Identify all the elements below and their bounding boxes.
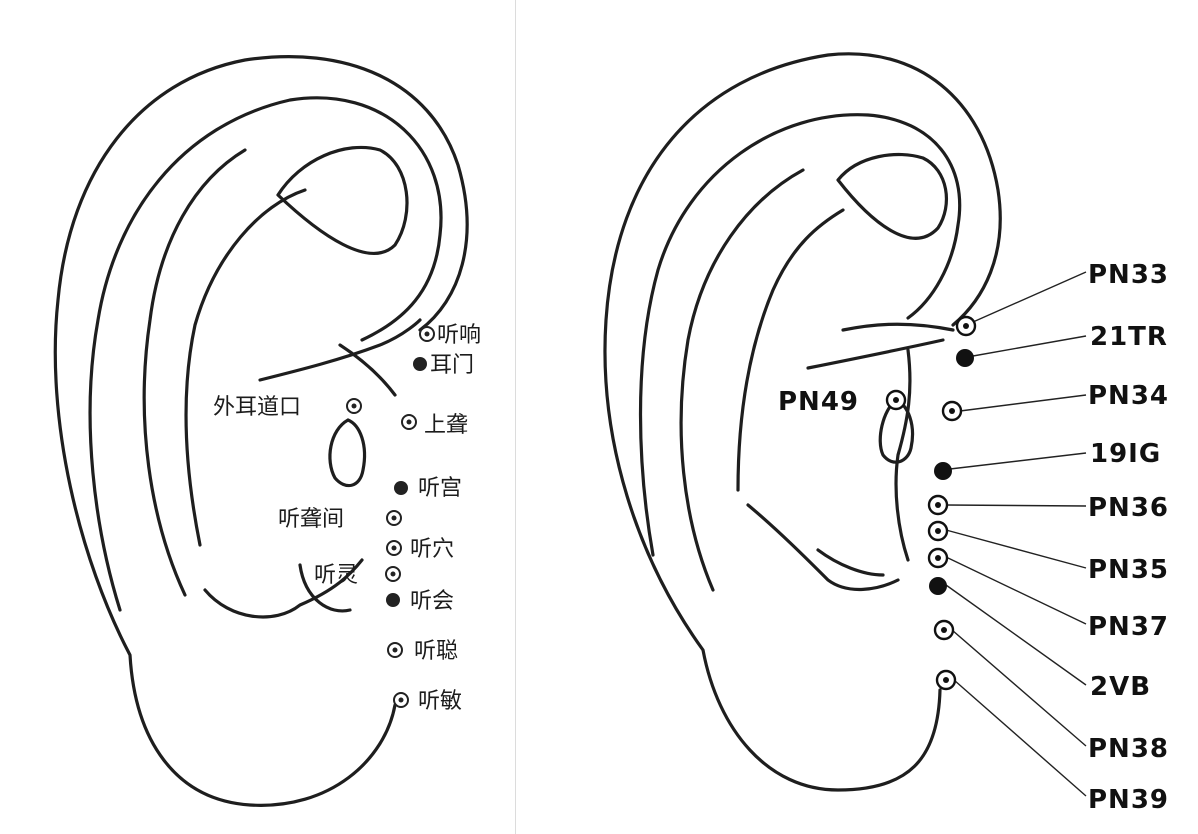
marker-shanglong <box>402 415 416 429</box>
marker-21tr <box>956 349 974 367</box>
label-tingcong: 听聪 <box>414 639 458 664</box>
marker-pn33 <box>957 317 975 335</box>
label-tingxue: 听穴 <box>410 537 454 562</box>
marker-tinglongjian <box>387 511 401 525</box>
marker-waierdaokou <box>347 399 361 413</box>
label-tinglongjian: 听聋间 <box>278 507 344 532</box>
label-tingxiang: 听响 <box>437 323 481 348</box>
marker-pn36 <box>929 496 947 514</box>
label-pn33: PN33 <box>1088 260 1169 290</box>
label-pn38: PN38 <box>1088 734 1169 764</box>
label-21tr: 21TR <box>1090 322 1168 352</box>
left-ear-diagram: 听响 耳门 外耳道口 上聋 听宫 听聋间 听穴 听灵 听会 听聪 听敏 <box>0 0 516 834</box>
label-pn34: PN34 <box>1088 381 1169 411</box>
label-waierdaokou: 外耳道口 <box>213 395 301 420</box>
label-tinghui: 听会 <box>410 589 454 614</box>
marker-tinggong <box>394 481 408 495</box>
label-ermen: 耳门 <box>430 353 474 378</box>
marker-pn34 <box>943 402 961 420</box>
label-tingmin: 听敏 <box>418 689 462 714</box>
label-pn35: PN35 <box>1088 555 1169 585</box>
label-pn37: PN37 <box>1088 612 1169 642</box>
left-point-labels: 听响 耳门 外耳道口 上聋 听宫 听聋间 听穴 听灵 听会 听聪 听敏 <box>213 323 481 714</box>
left-ear-outline <box>55 57 467 806</box>
label-pn39: PN39 <box>1088 785 1169 815</box>
marker-pn49 <box>887 391 905 409</box>
right-ear-svg: PN33 21TR PN49 PN34 19IG PN36 PN35 PN37 … <box>578 0 1198 834</box>
label-pn36: PN36 <box>1088 493 1169 523</box>
label-tingling: 听灵 <box>314 563 358 588</box>
label-shanglong: 上聋 <box>424 413 468 438</box>
label-2vb: 2VB <box>1090 672 1151 702</box>
marker-pn35 <box>929 522 947 540</box>
label-19ig: 19IG <box>1090 439 1161 469</box>
marker-tinghui <box>386 593 400 607</box>
left-ear-svg: 听响 耳门 外耳道口 上聋 听宫 听聋间 听穴 听灵 听会 听聪 听敏 <box>0 0 516 834</box>
marker-tingxue <box>387 541 401 555</box>
marker-tingcong <box>388 643 402 657</box>
right-ear-diagram: PN33 21TR PN49 PN34 19IG PN36 PN35 PN37 … <box>578 0 1198 834</box>
marker-pn37 <box>929 549 947 567</box>
marker-pn38 <box>935 621 953 639</box>
marker-pn39 <box>937 671 955 689</box>
marker-ermen <box>413 357 427 371</box>
right-point-markers <box>887 317 975 689</box>
marker-19ig <box>934 462 952 480</box>
panel-divider <box>515 0 516 834</box>
marker-tingling <box>386 567 400 581</box>
label-pn49: PN49 <box>778 387 859 417</box>
marker-2vb <box>929 577 947 595</box>
marker-tingmin <box>394 693 408 707</box>
marker-tingxiang <box>420 327 434 341</box>
label-tinggong: 听宫 <box>418 476 462 501</box>
